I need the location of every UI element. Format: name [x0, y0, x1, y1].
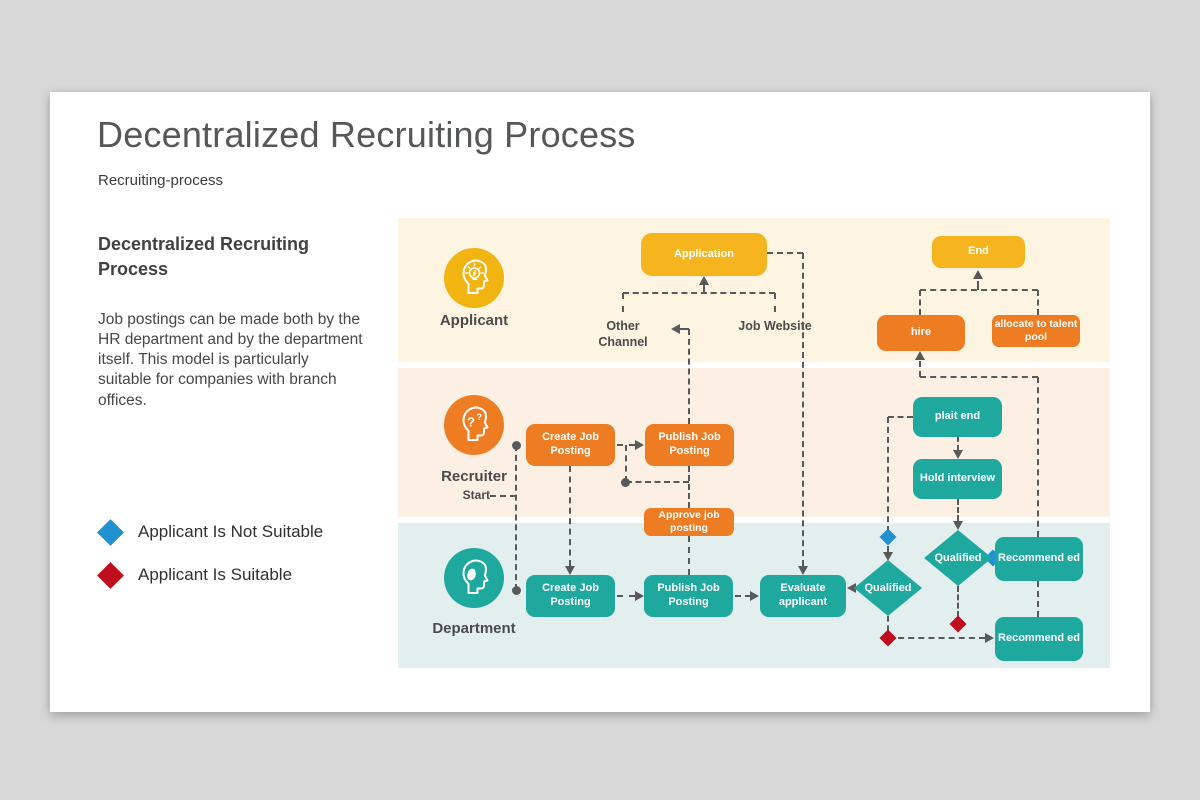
connector-line — [490, 495, 516, 497]
connector-line — [623, 292, 775, 294]
lane-label-recruiter: Recruiter — [441, 468, 507, 485]
legend-item-suitable: Applicant Is Suitable — [97, 561, 293, 589]
arrowhead-up — [915, 351, 925, 360]
arrowhead-left — [847, 583, 856, 593]
node-recommended-2: Recommend ed — [995, 617, 1083, 661]
node-dept-create-job-posting: Create Job Posting — [526, 575, 615, 617]
node-evaluate-applicant: Evaluate applicant — [760, 575, 846, 617]
arrowhead-right — [635, 591, 644, 601]
junction-dot — [620, 477, 630, 487]
connector-line — [617, 595, 635, 597]
page-title: Decentralized Recruiting Process — [97, 114, 636, 155]
connector-line — [625, 445, 627, 482]
arrowhead-right — [985, 633, 994, 643]
arrowhead-down — [565, 566, 575, 575]
connector-line — [957, 437, 959, 450]
connector-line — [626, 481, 689, 483]
svg-text:?: ? — [477, 412, 483, 422]
connector-line — [920, 289, 1038, 291]
node-end: End — [932, 236, 1025, 268]
connector-line — [680, 328, 689, 330]
node-plait-end: plait end — [913, 397, 1002, 437]
slide: Decentralized Recruiting Process Recruit… — [50, 92, 1150, 712]
node-allocate-talent-pool: allocate to talent pool — [992, 315, 1080, 347]
node-recruiter-publish-job-posting: Publish Job Posting — [645, 424, 734, 466]
arrowhead-down — [953, 521, 963, 530]
arrowhead-left — [671, 324, 680, 334]
node-recommended-1: Recommend ed — [995, 537, 1083, 581]
connector-line — [1037, 377, 1039, 537]
other-channel-label: Other Channel — [598, 319, 648, 350]
connector-line — [887, 616, 889, 631]
junction-dot — [511, 440, 521, 450]
connector-line — [767, 252, 803, 254]
connector-line — [888, 637, 985, 639]
arrowhead-right — [635, 440, 644, 450]
junction-dot — [511, 585, 521, 595]
svg-text:?: ? — [467, 415, 475, 430]
arrowhead-right — [750, 591, 759, 601]
page-subtitle: Recruiting-process — [98, 172, 224, 189]
head-lightbulb-icon — [444, 248, 504, 308]
description-text: Job postings can be made both by the HR … — [98, 311, 363, 409]
node-recruiter-create-job-posting: Create Job Posting — [526, 424, 615, 466]
connector-line — [957, 499, 959, 521]
connector-line — [802, 253, 804, 566]
arrowhead-down — [798, 566, 808, 575]
job-website-label: Job Website — [738, 319, 812, 333]
legend-label: Applicant Is Suitable — [138, 565, 293, 584]
node-hire: hire — [877, 315, 965, 351]
node-approve-job-posting: Approve job posting — [644, 508, 734, 536]
connector-line — [977, 281, 979, 290]
connector-line — [1037, 290, 1039, 315]
head-profile-icon — [444, 548, 504, 608]
connector-line — [569, 466, 571, 566]
connector-line — [515, 445, 517, 590]
node-dept-publish-job-posting: Publish Job Posting — [644, 575, 733, 617]
node-application: Application — [641, 233, 767, 276]
arrowhead-up — [973, 270, 983, 279]
red-diamond-icon — [97, 561, 124, 589]
node-hold-interview: Hold interview — [913, 459, 1002, 499]
connector-line — [735, 595, 751, 597]
connector-line — [957, 586, 959, 617]
connector-line — [920, 376, 1038, 378]
connector-line — [688, 466, 690, 508]
connector-line — [688, 329, 690, 424]
connector-line — [919, 361, 921, 377]
connector-line — [1037, 581, 1039, 617]
start-label: Start — [462, 488, 490, 502]
connector-line — [887, 417, 889, 552]
section-heading: Decentralized Recruiting Process — [98, 234, 310, 280]
legend-item-not-suitable: Applicant Is Not Suitable — [97, 518, 324, 546]
arrowhead-down — [883, 552, 893, 561]
flowchart: ? ? Applicant Recruiter Department Start… — [398, 218, 1110, 668]
connector-line — [703, 285, 705, 293]
connector-line — [688, 536, 690, 575]
connector-line — [888, 416, 913, 418]
lane-label-department: Department — [432, 620, 516, 637]
arrowhead-down — [953, 450, 963, 459]
blue-diamond-icon — [97, 518, 124, 546]
arrowhead-up — [699, 276, 709, 285]
connector-line — [774, 293, 776, 312]
legend-label: Applicant Is Not Suitable — [138, 522, 324, 541]
head-question-icon: ? ? — [444, 395, 504, 455]
connector-line — [622, 293, 624, 312]
connector-line — [919, 290, 921, 315]
lane-label-applicant: Applicant — [439, 312, 509, 329]
